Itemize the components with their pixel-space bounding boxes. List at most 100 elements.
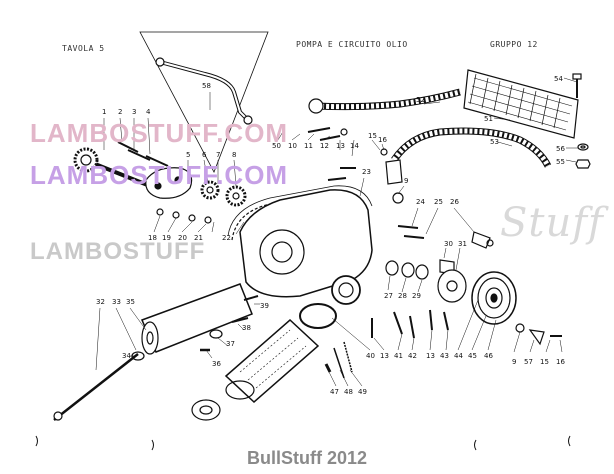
callout-35: 35: [126, 298, 135, 306]
pump-cover-5: [145, 167, 193, 199]
callout-21: 21: [194, 234, 203, 242]
hose-53: [385, 127, 552, 185]
footer-credit: BullStuff 2012: [246, 448, 368, 468]
filter-element: [224, 318, 320, 404]
watermark-3: LAMBOSTUFF: [30, 238, 206, 265]
callout-16a: 16: [378, 136, 387, 144]
callout-36: 36: [212, 360, 221, 368]
oil-pump-housing: [231, 189, 373, 305]
callout-54: 54: [554, 75, 563, 83]
callout-34: 34: [122, 352, 131, 360]
callout-9b: 9: [512, 358, 516, 366]
callout-12: 12: [320, 142, 329, 150]
pipe-58-inset: [139, 31, 269, 173]
parts-47-49: [324, 341, 353, 379]
callout-15a: 15: [368, 132, 377, 140]
callout-58: 58: [202, 82, 211, 90]
sender-26: [471, 231, 494, 249]
callout-47: 47: [330, 388, 339, 396]
group-number: GRUPPO 12: [490, 40, 538, 49]
stud-24: [397, 225, 419, 229]
callout-22: 22: [222, 234, 231, 242]
callout-52: 52: [416, 96, 425, 104]
callout-13b: 13: [380, 352, 389, 360]
callout-46: 46: [484, 352, 493, 360]
callout-7: 7: [216, 151, 220, 159]
callout-30: 30: [444, 240, 453, 248]
table-number: TAVOLA 5: [62, 44, 105, 53]
callout-44: 44: [454, 352, 463, 360]
watermark-2: LAMBOSTUFF.COM: [30, 160, 289, 190]
bracket-57: [528, 329, 545, 346]
filter-housing-35: [140, 283, 253, 355]
callout-8: 8: [232, 151, 236, 159]
gear-7: [200, 180, 220, 200]
hose-52: [308, 88, 461, 114]
callout-55: 55: [556, 158, 565, 166]
oil-cooler-51: [463, 69, 579, 139]
callout-13a: 13: [336, 142, 345, 150]
callout-32: 32: [96, 298, 105, 306]
watermark-1: LAMBOSTUFF.COM: [30, 118, 289, 148]
bolt-38: [231, 317, 249, 323]
callout-13c: 13: [426, 352, 435, 360]
callout-57: 57: [524, 358, 533, 366]
callout-49: 49: [358, 388, 367, 396]
washers-18-21: [156, 208, 212, 224]
callout-6: 6: [202, 151, 207, 159]
callout-11: 11: [304, 142, 313, 150]
callout-29: 29: [412, 292, 421, 300]
gasket-22: [227, 185, 373, 237]
washer-56: [577, 143, 589, 151]
callout-1: 1: [102, 108, 106, 116]
bolt-row-bottom: [371, 309, 449, 339]
corner-marks: [35, 435, 571, 451]
bolt-row-top: [307, 127, 404, 204]
callout-19: 19: [162, 234, 171, 242]
callout-43: 43: [440, 352, 449, 360]
o-ring-37: [209, 329, 223, 339]
watermark-script: Stuff: [500, 200, 604, 246]
o-ring-40: [299, 303, 337, 329]
callout-40: 40: [366, 352, 375, 360]
spring-cap: [191, 399, 221, 421]
callout-24: 24: [416, 198, 425, 206]
callout-56: 56: [556, 145, 565, 153]
callout-45: 45: [468, 352, 477, 360]
callout-14: 14: [350, 142, 359, 150]
callout-28: 28: [398, 292, 407, 300]
callout-10: 10: [288, 142, 297, 150]
callout-33: 33: [112, 298, 121, 306]
callout-15b: 15: [540, 358, 549, 366]
bolt-39: [243, 295, 259, 301]
callout-51: 51: [484, 115, 493, 123]
callout-16b: 16: [556, 358, 565, 366]
callout-3: 3: [132, 108, 136, 116]
callout-26: 26: [450, 198, 459, 206]
washer-9b: [515, 323, 525, 333]
callout-27: 27: [384, 292, 393, 300]
callout-48: 48: [344, 388, 353, 396]
callout-31: 31: [458, 240, 467, 248]
flange-31: [437, 269, 467, 303]
nut-55: [575, 159, 591, 169]
callout-38: 38: [242, 324, 251, 332]
callout-5: 5: [186, 151, 190, 159]
callout-4: 4: [146, 108, 151, 116]
callout-18: 18: [148, 234, 157, 242]
callout-2: 2: [118, 108, 122, 116]
pins-2-3-4: [117, 141, 169, 167]
washers-27-29: [385, 260, 429, 280]
leader-lines: [95, 77, 578, 387]
callout-labels: 58 54 52 51 53 56 55 1 2 3 4 5 6 7 8 50 …: [96, 75, 565, 396]
gear-8: [225, 185, 247, 207]
callout-25: 25: [434, 198, 443, 206]
callout-23: 23: [362, 168, 371, 176]
callout-20: 20: [178, 234, 187, 242]
callout-53: 53: [490, 138, 499, 146]
stud-25: [403, 235, 425, 239]
callout-42: 42: [408, 352, 417, 360]
callout-50: 50: [272, 142, 281, 150]
